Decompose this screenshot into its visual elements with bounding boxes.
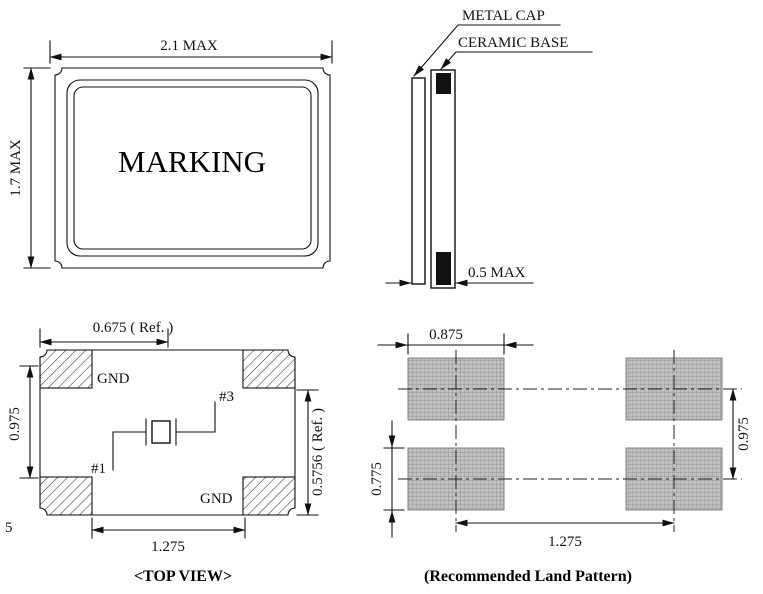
corner-pads — [40, 350, 295, 515]
marking-label: MARKING — [118, 144, 266, 179]
dim-left-lines — [19, 365, 39, 479]
dim-pitch-y: 0.975 — [736, 417, 752, 451]
land-pattern-caption: (Recommended Land Pattern) — [424, 568, 632, 585]
dim-width-lines — [49, 40, 333, 64]
pin1-label: #1 — [91, 461, 106, 477]
castellation-bottom — [436, 252, 451, 285]
dim-right-ref: 0.5756 ( Ref. ) — [310, 408, 326, 496]
top-view: GND #3 #1 GND 0.675 ( Ref. ) 0.975 1.275… — [5, 320, 326, 585]
dim-pad-height: 0.775 — [369, 462, 385, 496]
dim-pad-height-lines — [383, 420, 405, 538]
gnd-bottom-label: GND — [200, 491, 233, 507]
dim-top-ref: 0.675 ( Ref. ) — [93, 320, 173, 336]
package-outline — [54, 67, 331, 269]
dim-pitch-x: 1.275 — [548, 534, 582, 550]
castellation-top — [436, 73, 451, 94]
center-lines — [398, 350, 742, 532]
ceramic-base-leader — [440, 51, 593, 70]
dim-top-ref-lines — [39, 328, 169, 348]
dim-bottom-lines — [91, 517, 246, 539]
dim-pad-width-lines — [377, 333, 534, 355]
metal-cap-label: METAL CAP — [462, 8, 545, 24]
stray-text: 5 — [5, 520, 13, 536]
dim-left: 0.975 — [7, 407, 23, 441]
land-pattern: 0.875 0.775 0.975 1.275 (Recommended Lan… — [369, 327, 752, 585]
pad-3 — [242, 350, 295, 389]
dim-height-lines — [23, 67, 51, 269]
metal-cap-leader — [413, 24, 561, 77]
side-view: METAL CAP CERAMIC BASE 0.5 MAX — [385, 8, 593, 289]
pad-1 — [40, 476, 93, 515]
pad-gnd-top-left — [40, 350, 93, 389]
ceramic-base-label: CERAMIC BASE — [458, 35, 568, 51]
cavity-inner-line — [73, 86, 312, 250]
dim-right-ref-lines — [296, 389, 319, 516]
dim-height: 1.7 MAX — [8, 139, 24, 197]
dim-pad-width: 0.875 — [429, 327, 463, 343]
gnd-top-label: GND — [97, 371, 130, 387]
pad-gnd-bottom-right — [242, 476, 295, 515]
metal-cap — [411, 77, 426, 285]
dim-width: 2.1 MAX — [160, 38, 218, 54]
cavity-outer-line — [66, 79, 319, 257]
ceramic-base — [430, 69, 456, 289]
top-view-caption: <TOP VIEW> — [134, 568, 232, 585]
dim-thickness: 0.5 MAX — [468, 265, 526, 281]
front-view: MARKING 2.1 MAX 1.7 MAX — [8, 38, 333, 269]
top-view-outline — [39, 349, 296, 516]
dim-bottom: 1.275 — [151, 539, 185, 555]
crystal-symbol — [112, 401, 216, 471]
pin3-label: #3 — [219, 389, 234, 405]
